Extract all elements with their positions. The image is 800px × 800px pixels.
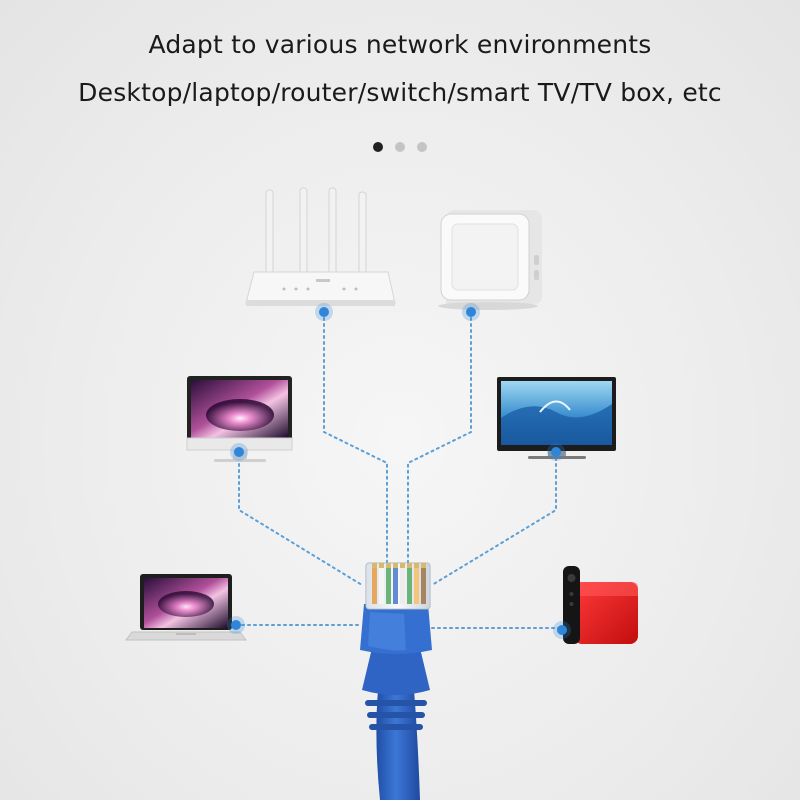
connection-nodes: [227, 303, 571, 639]
carousel-dot-3[interactable]: [417, 142, 427, 152]
link-smart-tv: [431, 451, 557, 586]
node-desktop: [230, 443, 248, 461]
smart-tv-icon: [497, 377, 616, 459]
link-router: [323, 311, 388, 563]
laptop-icon: [125, 574, 247, 641]
carousel-dot-2[interactable]: [395, 142, 405, 152]
link-switch: [407, 311, 472, 563]
router-icon: [245, 187, 396, 306]
node-tv-box: [553, 621, 571, 639]
headline-line-1: Adapt to various network environments: [148, 30, 652, 59]
connection-lines: [235, 311, 563, 629]
node-smart-tv: [547, 443, 565, 461]
carousel-dot-1[interactable]: [373, 142, 383, 152]
switch-icon: [438, 210, 542, 310]
tv-box-icon: [563, 566, 638, 644]
node-router: [315, 303, 333, 321]
link-desktop: [238, 451, 363, 586]
carousel-indicator: [0, 142, 800, 152]
node-laptop: [227, 616, 245, 634]
node-switch: [462, 303, 480, 321]
ethernet-cable-icon: [360, 562, 432, 800]
headline-line-2: Desktop/laptop/router/switch/smart TV/TV…: [78, 78, 722, 107]
desktop-monitor-icon: [186, 376, 293, 462]
